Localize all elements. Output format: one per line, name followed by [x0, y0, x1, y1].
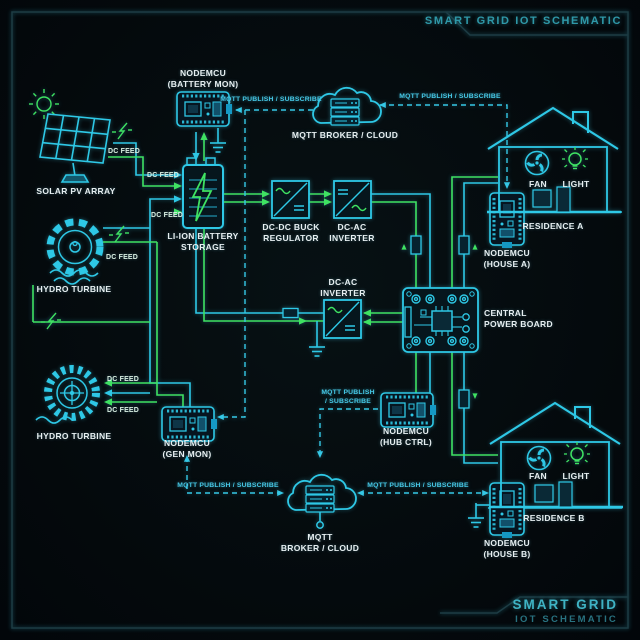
header-title: SMART GRID IOT SCHEMATIC [424, 15, 622, 27]
nodemcu-house-b-name: NODEMCU [483, 538, 530, 548]
central-board-label-line1: CENTRAL [484, 308, 527, 318]
inverter-mid-icon [323, 299, 362, 339]
nodemcu-hub-ctrl-name: NODEMCU [382, 426, 430, 436]
inverter-top-label: DC-AC INVERTER [329, 222, 374, 243]
nodemcu-battery-mon-label: NODEMCU (BATTERY MON) [168, 68, 239, 89]
fan-b-label: FAN [529, 471, 547, 481]
nodemcu-house-b-sub: (HOUSE B) [483, 548, 531, 559]
hydro-bottom-label: HYDRO TURBINE [36, 431, 112, 441]
residence-a-label: RESIDENCE A [522, 221, 584, 231]
frame-border [11, 11, 629, 629]
fuse-icon [282, 307, 299, 319]
mqtt-pubsub-label-top-right: MQTT PUBLISH / SUBSCRIBE [399, 93, 501, 100]
nodemcu-hub-ctrl-sub: (HUB CTRL) [379, 436, 433, 447]
header-banner [445, 11, 628, 36]
mqtt-pubsub-label-hub: MQTT PUBLISH / SUBSCRIBE [321, 388, 374, 406]
mqtt-links [186, 104, 508, 494]
hydro-top-label: HYDRO TURBINE [36, 284, 112, 294]
nodemcu-house-a-sub: (HOUSE A) [483, 258, 531, 269]
light-b-label: LIGHT [562, 471, 590, 481]
buck-regulator-label-line1: DC-DC BUCK [262, 222, 320, 232]
mqtt-broker-bottom-label: MQTT BROKER / CLOUD [281, 532, 359, 553]
central-power-board-icon [402, 287, 479, 353]
mqtt-pubsub-hub-line2: / SUBSCRIBE [324, 398, 371, 405]
nodemcu-hub-ctrl-icon [379, 391, 438, 429]
battery-label: LI-ION BATTERY STORAGE [167, 231, 238, 252]
footer-subtitle: IOT SCHEMATIC [515, 614, 618, 625]
dc-feed-label-4: DC FEED [105, 254, 139, 261]
inverter-mid-label: DC-AC INVERTER [320, 277, 365, 298]
central-board-label-line2: POWER BOARD [484, 318, 553, 329]
nodemcu-gen-mon-icon [160, 405, 219, 443]
mqtt-broker-bottom-line2: BROKER / CLOUD [280, 542, 360, 553]
dc-feed-label-5: DC FEED [106, 376, 140, 383]
nodemcu-battery-mon-name: NODEMCU [179, 68, 227, 78]
buck-regulator-label-line2: REGULATOR [263, 232, 319, 243]
nodemcu-house-a-name: NODEMCU [483, 248, 530, 258]
mqtt-broker-bottom-icon [287, 473, 357, 529]
battery-icon [182, 157, 224, 229]
nodemcu-house-b-label: NODEMCU (HOUSE B) [483, 538, 530, 559]
solar-label: SOLAR PV ARRAY [36, 186, 116, 196]
battery-label-line2: STORAGE [181, 241, 225, 252]
fan-a-label: FAN [529, 179, 547, 189]
dc-feed-label-1: DC FEED [107, 148, 141, 155]
dc-feed-label-3: DC FEED [150, 212, 184, 219]
nodemcu-house-a-label: NODEMCU (HOUSE A) [484, 248, 531, 269]
residence-b-label: RESIDENCE B [523, 513, 585, 523]
dc-feed-label-2: DC FEED [146, 172, 180, 179]
nodemcu-hub-ctrl-label: NODEMCU (HUB CTRL) [380, 426, 432, 447]
ground-symbols [209, 127, 485, 528]
nodemcu-gen-mon-sub: (GEN MON) [162, 448, 212, 459]
light-a-label: LIGHT [562, 179, 590, 189]
inverter-top-icon [333, 180, 372, 219]
dc-feed-label-6: DC FEED [106, 407, 140, 414]
footer-banner [440, 596, 628, 614]
fuses [282, 235, 470, 409]
battery-label-line1: LI-ION BATTERY [167, 231, 239, 241]
mqtt-pubsub-label-bottom-left: MQTT PUBLISH / SUBSCRIBE [177, 482, 279, 489]
inverter-top-label-line2: INVERTER [329, 232, 375, 243]
nodemcu-gen-mon-name: NODEMCU [163, 438, 211, 448]
hydro-turbine-bottom-icon [35, 365, 100, 424]
nodemcu-house-b-icon [488, 481, 526, 540]
hydro-turbine-top-icon [46, 218, 104, 285]
footer-title: SMART GRID [512, 597, 618, 612]
buck-regulator-icon [271, 180, 310, 219]
mqtt-pubsub-label-bottom-right: MQTT PUBLISH / SUBSCRIBE [367, 482, 469, 489]
solar-panel-icon [39, 113, 111, 183]
mqtt-broker-top-label: MQTT BROKER / CLOUD [291, 130, 399, 140]
nodemcu-gen-mon-label: NODEMCU (GEN MON) [163, 438, 212, 459]
central-board-label: CENTRAL POWER BOARD [484, 308, 553, 329]
nodemcu-house-a-icon [488, 191, 526, 250]
mqtt-pubsub-label-top-left: MQTT PUBLISH / SUBSCRIBE [220, 96, 322, 103]
nodemcu-battery-mon-sub: (BATTERY MON) [167, 78, 239, 89]
buck-regulator-label: DC-DC BUCK REGULATOR [262, 222, 319, 243]
mqtt-broker-bottom-line1: MQTT [307, 532, 333, 542]
mqtt-broker-top-icon [312, 86, 382, 126]
inverter-mid-label-line1: DC-AC [328, 277, 358, 287]
inverter-top-label-line1: DC-AC [337, 222, 367, 232]
mqtt-pubsub-hub-line1: MQTT PUBLISH [321, 389, 375, 396]
inverter-mid-label-line2: INVERTER [320, 287, 366, 298]
